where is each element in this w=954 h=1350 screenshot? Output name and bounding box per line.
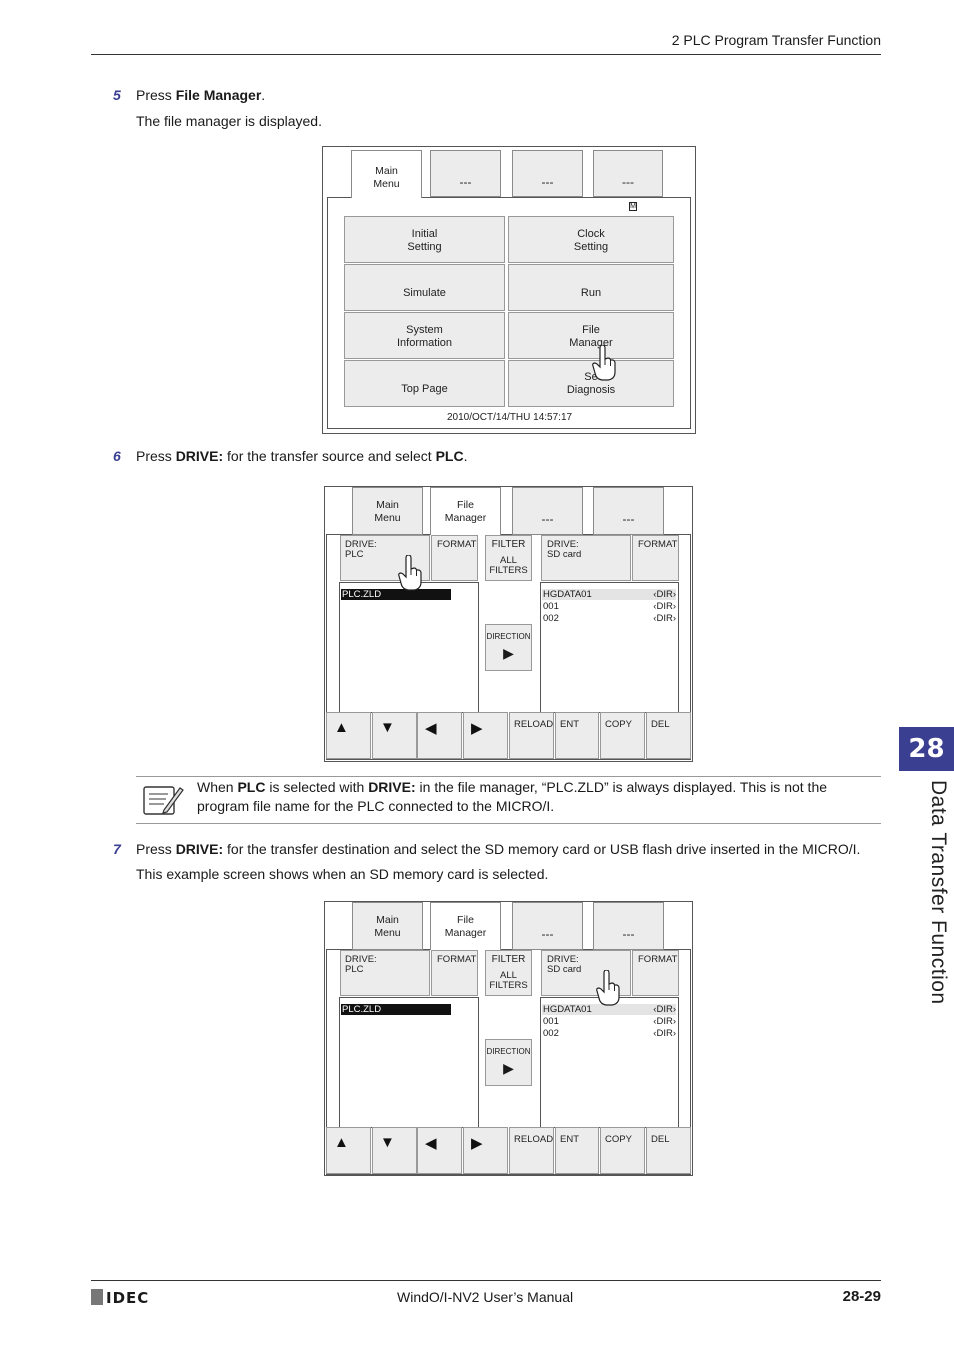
scroll-up-button[interactable]: ▲ — [326, 1127, 371, 1174]
note-text: When PLC is selected with DRIVE: in the … — [197, 779, 828, 814]
top-page-button[interactable]: Top Page — [344, 360, 505, 407]
footer-divider — [91, 1280, 881, 1281]
ent-button[interactable]: ENT — [555, 1127, 599, 1174]
copy-button[interactable]: COPY — [600, 1127, 645, 1174]
scroll-down-button[interactable]: ▼ — [372, 712, 417, 759]
step-5-description: The file manager is displayed. — [136, 113, 322, 129]
simulate-button[interactable]: Simulate — [344, 264, 505, 311]
pointing-hand-icon — [595, 969, 621, 1006]
list-item[interactable]: HGDATA01‹DIR› — [542, 1004, 676, 1015]
source-file-list[interactable]: PLC.ZLD — [339, 997, 479, 1128]
list-item[interactable]: 001‹DIR› — [543, 601, 676, 612]
scroll-down-button[interactable]: ▼ — [372, 1127, 417, 1174]
manual-title: WindO/I-NV2 User’s Manual — [397, 1289, 574, 1305]
tab-empty-1[interactable]: --- — [512, 487, 583, 535]
format-source-button[interactable]: FORMAT — [431, 535, 478, 581]
tab-empty-1[interactable]: --- — [512, 902, 583, 950]
run-button[interactable]: Run — [508, 264, 674, 311]
destination-file-list[interactable]: HGDATA01‹DIR›001‹DIR›002‹DIR› — [540, 582, 679, 713]
tab-empty-2[interactable]: --- — [512, 150, 583, 197]
chapter-title: Data Transfer Function — [927, 780, 950, 1005]
section-title: 2 PLC Program Transfer Function — [671, 32, 881, 48]
reload-button[interactable]: RELOAD — [509, 1127, 554, 1174]
list-item[interactable]: 001‹DIR› — [543, 1016, 676, 1027]
drive-destination-button[interactable]: DRIVE:SD card — [541, 535, 631, 581]
del-button[interactable]: DEL — [646, 1127, 691, 1174]
idec-logo: IDEC — [91, 1289, 149, 1307]
format-destination-button[interactable]: FORMAT — [632, 950, 679, 996]
clock-display: 2010/OCT/14/THU 14:57:17 — [447, 412, 573, 423]
note-pencil-icon — [143, 786, 184, 815]
list-item[interactable]: 002‹DIR› — [543, 1028, 676, 1039]
list-item[interactable]: PLC.ZLD — [341, 589, 451, 600]
drive-source-button[interactable]: DRIVE:PLC — [340, 950, 430, 996]
tab-empty-1[interactable]: --- — [430, 150, 501, 197]
pointing-hand-icon — [592, 345, 616, 381]
page-number: 28-29 — [842, 1288, 881, 1305]
del-button[interactable]: DEL — [646, 712, 691, 759]
list-item[interactable]: 002‹DIR› — [543, 613, 676, 624]
pointing-hand-icon — [397, 554, 423, 591]
step-number: 7 — [113, 841, 121, 857]
step-number: 6 — [113, 448, 121, 464]
direction-button[interactable]: DIRECTION▶ — [485, 1039, 532, 1086]
ent-button[interactable]: ENT — [555, 712, 599, 759]
move-left-button[interactable]: ◀ — [417, 1127, 462, 1174]
scroll-up-button[interactable]: ▲ — [326, 712, 371, 759]
header-divider — [91, 54, 881, 55]
move-right-button[interactable]: ▶ — [463, 1127, 508, 1174]
copy-button[interactable]: COPY — [600, 712, 645, 759]
step-number: 5 — [113, 87, 121, 103]
format-source-button[interactable]: FORMAT — [431, 950, 478, 996]
source-file-list[interactable]: PLC.ZLD — [339, 582, 479, 713]
format-destination-button[interactable]: FORMAT — [632, 535, 679, 581]
chapter-number-tab: 28 — [899, 727, 954, 771]
reload-button[interactable]: RELOAD — [509, 712, 554, 759]
tab-empty-2[interactable]: --- — [593, 902, 664, 950]
step-7-description: This example screen shows when an SD mem… — [136, 866, 549, 882]
direction-button[interactable]: DIRECTION▶ — [485, 624, 532, 671]
move-right-button[interactable]: ▶ — [463, 712, 508, 759]
tab-empty-2[interactable]: --- — [593, 487, 664, 535]
list-item[interactable]: PLC.ZLD — [341, 1004, 451, 1015]
destination-file-list[interactable]: HGDATA01‹DIR›001‹DIR›002‹DIR› — [540, 997, 679, 1128]
move-left-button[interactable]: ◀ — [417, 712, 462, 759]
note-box: When PLC is selected with DRIVE: in the … — [136, 776, 881, 824]
sd-card-icon: M — [629, 202, 637, 211]
list-item[interactable]: HGDATA01‹DIR› — [542, 589, 676, 600]
tab-empty-3[interactable]: --- — [593, 150, 663, 197]
